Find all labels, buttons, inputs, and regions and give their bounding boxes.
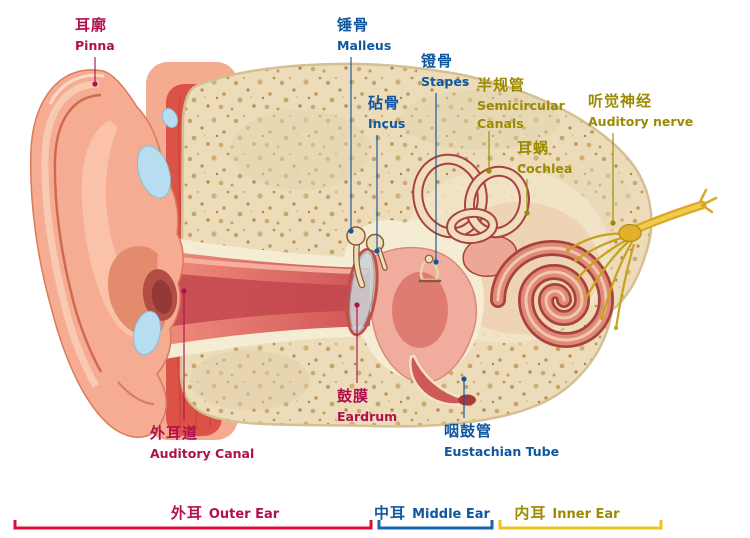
label-pinna: 耳廓 Pinna <box>75 14 115 55</box>
label-eustachian-tube: 咽鼓管 Eustachian Tube <box>444 420 559 461</box>
cochlea-en: Cochlea <box>517 160 573 176</box>
label-malleus: 锤骨 Malleus <box>337 14 391 55</box>
stapes-shape <box>424 254 434 264</box>
auditory-nerve-en: Auditory nerve <box>588 113 694 129</box>
region-middle-en: Middle Ear <box>412 507 490 522</box>
auditory-nerve-shape <box>566 188 718 330</box>
label-auditory-nerve: 听觉神经 Auditory nerve <box>588 90 693 131</box>
eardrum-en: Eardrum <box>337 408 398 424</box>
label-semicircular-canals: 半规管 Semicircular Canals <box>477 74 573 134</box>
label-auditory-canal: 外耳道 Auditory Canal <box>150 422 254 463</box>
eustachian-tube-shape <box>409 354 476 406</box>
region-inner-ear: 内耳 Inner Ear <box>498 502 636 523</box>
semicircular-canals-shape <box>412 153 530 245</box>
region-inner-en: Inner Ear <box>552 507 620 522</box>
stapes-zh: 镫骨 <box>421 52 454 70</box>
semicircular-canals-zh: 半规管 <box>477 76 526 94</box>
label-cochlea: 耳蜗 Cochlea <box>517 137 572 178</box>
ossicles <box>346 226 442 289</box>
cochlea-zh: 耳蜗 <box>517 139 550 157</box>
eustachian-tube-zh: 咽鼓管 <box>444 422 493 440</box>
label-stapes: 镫骨 Stapes <box>421 50 469 91</box>
malleus-zh: 锤骨 <box>337 16 370 34</box>
region-outer-zh: 外耳 <box>170 504 203 522</box>
auditory-nerve-zh: 听觉神经 <box>588 92 653 110</box>
incus-zh: 砧骨 <box>368 94 401 112</box>
pinna-en: Pinna <box>75 37 115 53</box>
region-brackets <box>13 520 663 530</box>
region-inner-zh: 内耳 <box>514 504 547 522</box>
incus-en: Incus <box>368 115 406 131</box>
label-eardrum: 鼓膜 Eardrum <box>337 385 397 426</box>
region-middle-zh: 中耳 <box>374 504 407 522</box>
region-outer-ear: 外耳 Outer Ear <box>150 502 300 523</box>
eustachian-tube-en: Eustachian Tube <box>444 443 560 459</box>
eardrum-zh: 鼓膜 <box>337 387 370 405</box>
region-outer-en: Outer Ear <box>208 507 280 522</box>
stapes-en: Stapes <box>421 73 470 89</box>
leader-dots <box>92 81 616 382</box>
semicircular-canals-en: Semicircular Canals <box>477 97 565 132</box>
middle-ear-cavity <box>371 246 478 384</box>
label-incus: 砧骨 Incus <box>368 92 405 133</box>
auditory-canal-zh: 外耳道 <box>150 424 199 442</box>
auditory-canal-en: Auditory Canal <box>150 445 255 461</box>
leader-lines <box>94 57 614 421</box>
malleus-en: Malleus <box>337 37 392 53</box>
region-middle-ear: 中耳 Middle Ear <box>366 502 498 523</box>
cartilage-blobs <box>132 107 179 356</box>
pinna-zh: 耳廓 <box>75 16 108 34</box>
